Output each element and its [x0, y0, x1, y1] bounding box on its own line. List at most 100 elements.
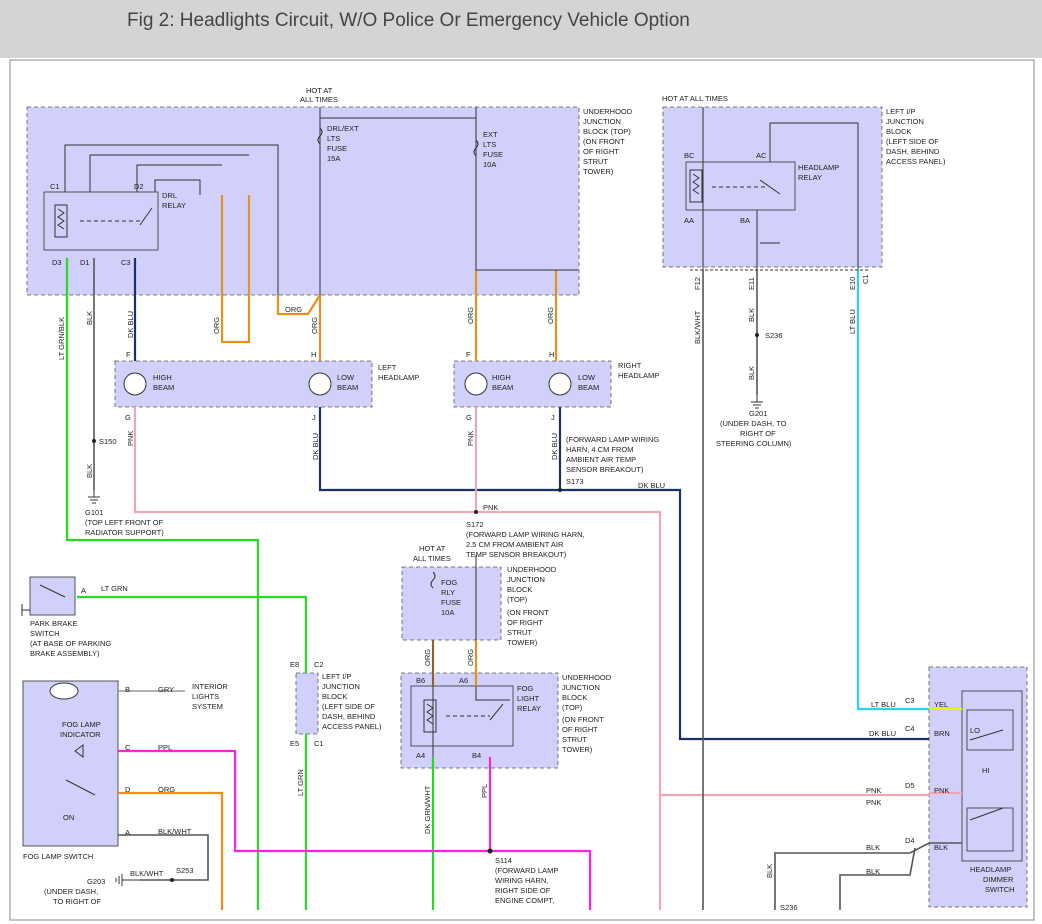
- label-ujbfog2-3: (TOP): [562, 703, 583, 712]
- lamp-symbols: [49, 372, 572, 700]
- label-right-headlamp-1: HEADLAMP: [618, 371, 659, 380]
- label-ujb-4: OF RIGHT: [583, 147, 619, 156]
- pin-h-left: H: [311, 350, 316, 359]
- label-left-high-1: BEAM: [153, 383, 174, 392]
- label-ujbfog-7: TOWER): [507, 638, 538, 647]
- label-s173-1: HARN, 4 CM FROM: [566, 445, 634, 454]
- label-ext-fuse-0: EXT: [483, 130, 498, 139]
- wire-dk-blu-left-low-j: [318, 407, 929, 741]
- pin-a-fog: A: [125, 828, 130, 837]
- label-drl-relay-0: DRL: [162, 191, 177, 200]
- diagram-labels: HOT AT ALL TIMES HOT AT ALL TIMES UNDERH…: [23, 86, 1015, 912]
- dimmer-lo-box: [966, 709, 1014, 751]
- label-s114-1: (FORWARD LAMP: [495, 866, 558, 875]
- label-fog-lamp-switch: FOG LAMP SWITCH: [23, 852, 93, 861]
- wire-label-blk-wht-2: BLK/WHT: [158, 827, 192, 836]
- internal-wiring: [64, 107, 870, 757]
- wire-label-dk-blu-2: DK BLU: [311, 433, 320, 460]
- label-s172-3: TEMP SENSOR BREAKOUT): [466, 550, 567, 559]
- label-fog-indicator-1: INDICATOR: [60, 730, 101, 739]
- label-right-high-0: HIGH: [492, 373, 511, 382]
- label-drl-relay-1: RELAY: [162, 201, 186, 210]
- pin-b6: B6: [416, 676, 425, 685]
- label-hot-at-all-times-2: HOT AT ALL TIMES: [662, 94, 728, 103]
- title-bar: Fig 2: Headlights Circuit, W/O Police Or…: [0, 0, 1042, 58]
- label-ext-fuse-3: 10A: [483, 160, 496, 169]
- wire-org-fog-switch: [118, 791, 224, 910]
- label-ujb-0: UNDERHOOD: [583, 107, 633, 116]
- wire-label-org-5: ORG: [546, 307, 555, 324]
- label-g101-0: G101: [85, 508, 103, 517]
- pin-h-right: H: [549, 350, 554, 359]
- label-hl-relay-1: RELAY: [798, 173, 822, 182]
- figure-title: Fig 2: Headlights Circuit, W/O Police Or…: [127, 10, 690, 31]
- diagram-frame: [9, 59, 1035, 921]
- label-ujbfog2-6: STRUT: [562, 735, 587, 744]
- label-ujbfog2-4: (ON FRONT: [562, 715, 604, 724]
- wire-label-dk-blu-4: DK BLU: [638, 481, 665, 490]
- wire-lt-blu: [856, 270, 962, 711]
- label-hl-relay-0: HEADLAMP: [798, 163, 839, 172]
- label-left-low-0: LOW: [337, 373, 355, 382]
- label-lipjb-0: LEFT I/P: [886, 107, 915, 116]
- label-ujbfog-0: UNDERHOOD: [507, 565, 557, 574]
- pin-c3: C3: [121, 258, 131, 267]
- wire-org-drl-loop: [220, 195, 251, 344]
- label-g203-1: (UNDER DASH,: [44, 887, 98, 896]
- pin-f12: F12: [693, 277, 702, 290]
- dimmer-hi-box: [966, 807, 1014, 852]
- pin-a-park: A: [81, 586, 86, 595]
- label-park-brake-1: SWITCH: [30, 629, 60, 638]
- wire-label-blk-2: BLK: [747, 308, 756, 322]
- wire-org-drl-h: [276, 294, 321, 316]
- label-ujbfog-6: STRUT: [507, 628, 532, 637]
- label-lipjb-5: ACCESS PANEL): [886, 157, 946, 166]
- pin-a4: A4: [416, 751, 425, 760]
- wire-label-lt-blu-1: LT BLU: [848, 309, 857, 334]
- label-drl-fuse-1: LTS: [327, 134, 340, 143]
- pin-a6: A6: [459, 676, 468, 685]
- wire-blk-d4b: [839, 847, 916, 910]
- label-ext-fuse-1: LTS: [483, 140, 496, 149]
- wire-label-dk-blu-5: DK BLU: [869, 729, 896, 738]
- wire-label-gry: GRY: [158, 685, 174, 694]
- label-g201-1: (UNDER DASH, TO: [720, 419, 787, 428]
- wire-label-lt-blu-2: LT BLU: [871, 700, 896, 709]
- label-g203-2: TO RIGHT OF: [53, 897, 101, 906]
- wire-label-dk-grn-wht: DK GRN/WHT: [423, 785, 432, 834]
- pin-c3-dim: C3: [905, 696, 915, 705]
- wire-lt-grn-park: [77, 595, 308, 673]
- label-right-headlamp-0: RIGHT: [618, 361, 642, 370]
- splice-dots: [92, 333, 759, 882]
- pin-c1: C1: [50, 182, 60, 191]
- label-s236: S236: [765, 331, 783, 340]
- label-dimmer-2: SWITCH: [985, 885, 1015, 894]
- pin-j-right: J: [551, 413, 555, 422]
- label-fog-fuse-1: RLY: [441, 588, 455, 597]
- fuse-symbols: [317, 127, 479, 589]
- label-park-brake-2: (AT BASE OF PARKING: [30, 639, 111, 648]
- label-on: ON: [63, 813, 74, 822]
- label-fog-relay-1: LIGHT: [517, 694, 540, 703]
- label-s172-0: S172: [466, 520, 484, 529]
- fog-fuse-block: [401, 566, 502, 641]
- pin-d-fog: D: [125, 785, 131, 794]
- wire-label-blk-4: BLK: [85, 464, 94, 478]
- label-drl-fuse-2: FUSE: [327, 144, 347, 153]
- pin-c2: C2: [314, 660, 324, 669]
- label-lipjb-2: BLOCK: [886, 127, 911, 136]
- pin-e5: E5: [290, 739, 299, 748]
- label-s114-3: RIGHT SIDE OF: [495, 886, 551, 895]
- label-fog-relay-0: FOG: [517, 684, 533, 693]
- wire-label-blk-8: BLK: [765, 864, 774, 878]
- label-s173-0: (FORWARD LAMP WIRING: [566, 435, 659, 444]
- wire-label-lt-grn-blk: LT GRN/BLK: [57, 317, 66, 360]
- wires: [65, 195, 962, 910]
- label-all-times-1: ALL TIMES: [300, 95, 338, 104]
- pin-d2: D2: [134, 182, 144, 191]
- wire-label-blk-wht-1: BLK/WHT: [693, 310, 702, 344]
- wire-pnk-d5: [660, 793, 931, 797]
- pin-ba: BA: [740, 216, 750, 225]
- label-s253: S253: [176, 866, 194, 875]
- label-lipjb2-2: BLOCK: [322, 692, 347, 701]
